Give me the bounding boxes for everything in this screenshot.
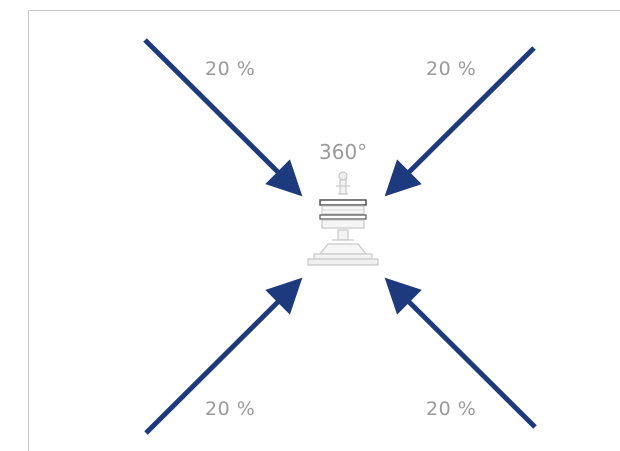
- arrow-top-right: [384, 46, 536, 197]
- percent-label-bottom-right: 20 %: [426, 398, 477, 420]
- sensor-device-icon: [307, 171, 379, 266]
- frame-border-top: [28, 10, 620, 11]
- frame-border-left: [28, 10, 29, 451]
- percent-label-top-left: 20 %: [205, 58, 256, 80]
- arrow-top-left: [143, 38, 303, 197]
- angle-label: 360°: [319, 140, 368, 164]
- arrow-bottom-right: [384, 277, 537, 429]
- percent-label-bottom-left: 20 %: [205, 398, 256, 420]
- arrow-bottom-left: [144, 277, 303, 435]
- percent-label-top-right: 20 %: [426, 58, 477, 80]
